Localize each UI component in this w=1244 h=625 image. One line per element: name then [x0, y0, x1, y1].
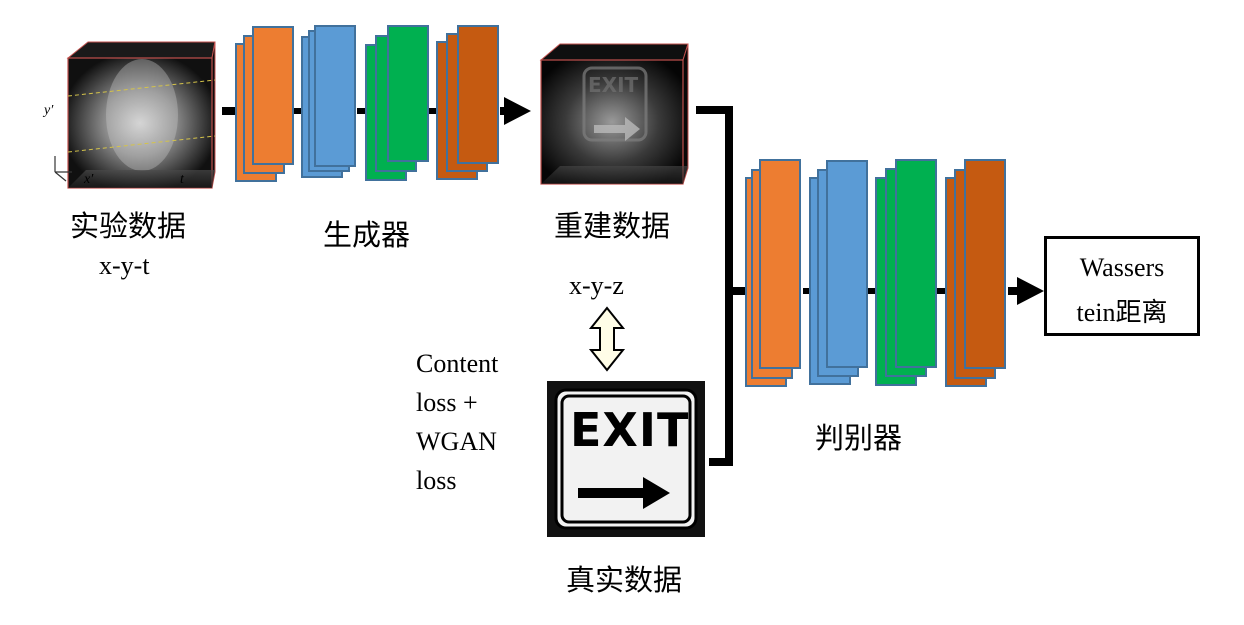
- generator-layer-2: [301, 25, 356, 178]
- discriminator-layer-3: [875, 159, 937, 386]
- discriminator-layers: [745, 159, 1006, 387]
- axis-label-y: y′: [44, 103, 54, 118]
- reconstructed-data-label: 重建数据: [554, 209, 671, 243]
- layer-dots: [294, 108, 946, 294]
- axis-triad-icon: [54, 156, 72, 182]
- arrow-right-icon: [504, 97, 531, 125]
- axis-label-t: t: [180, 172, 184, 187]
- real-data-label: 真实数据: [566, 563, 683, 597]
- loss-label-line-1: Content: [416, 349, 499, 378]
- axis-label-x: x′: [84, 172, 94, 187]
- discriminator-layer-4: [945, 159, 1006, 387]
- discriminator-layer-2: [809, 160, 868, 385]
- output-label-line-2: tein距离: [1076, 298, 1168, 327]
- generator-layer-3: [365, 25, 429, 181]
- experimental-data-label: 实验数据: [70, 209, 187, 243]
- experimental-dims-label: x-y-t: [99, 251, 150, 280]
- generator-label: 生成器: [323, 218, 411, 252]
- reconstructed-data-cube: [539, 43, 689, 185]
- discriminator-label: 判别器: [815, 421, 903, 455]
- real-data-image: [547, 381, 705, 537]
- reconstructed-dims-label: x-y-z: [569, 271, 624, 300]
- discriminator-layer-1: [745, 159, 801, 387]
- loss-label-line-2: loss +: [416, 388, 478, 417]
- real-sign-text: EXIT: [570, 403, 690, 457]
- loss-label-line-3: WGAN: [416, 427, 497, 456]
- wasserstein-output-box: Wassers tein距离: [1044, 236, 1200, 336]
- experimental-data-cube: [54, 41, 216, 189]
- output-label-line-1: Wassers: [1079, 253, 1165, 282]
- loss-label-line-4: loss: [416, 466, 457, 495]
- generator-layers: [235, 25, 499, 182]
- arrow-right-icon: [578, 477, 670, 509]
- generator-layer-4: [436, 25, 499, 180]
- arrow-right-icon: [1017, 277, 1044, 305]
- generator-layer-1: [235, 26, 294, 182]
- double-arrow-vertical-icon: [588, 306, 626, 372]
- reconstructed-sign-text: EXIT: [588, 73, 639, 97]
